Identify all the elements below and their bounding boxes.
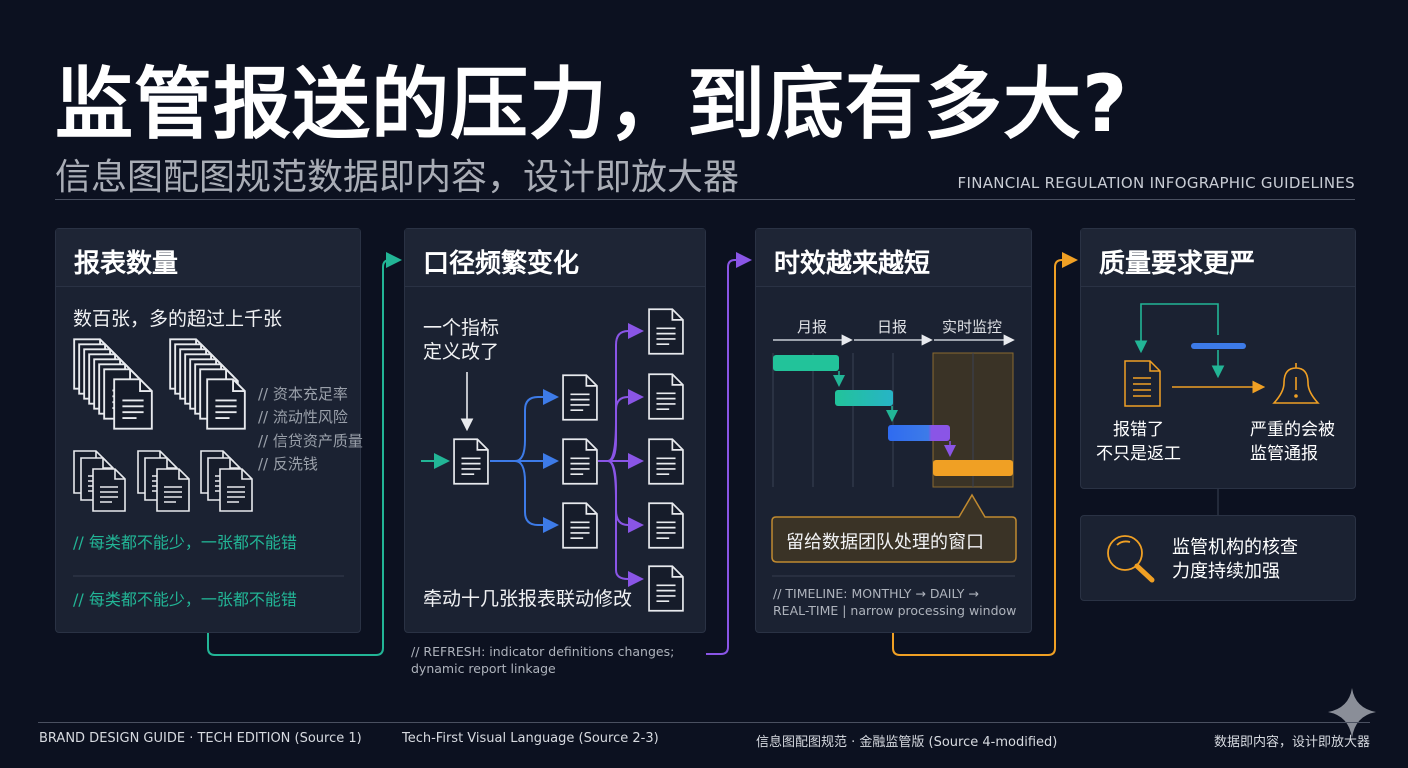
header-divider xyxy=(55,199,1355,200)
document-icon xyxy=(648,438,684,485)
phase-label: 日报 xyxy=(877,318,908,336)
page-subtitle: 信息图配图规范数据即内容，设计即放大器 xyxy=(55,157,740,198)
gantt-bar-realtime xyxy=(933,460,1013,476)
card-inspection xyxy=(1080,515,1356,601)
inspection-text: 监管机构的核查力度持续加强 xyxy=(1172,536,1298,584)
category-item: // 资本充足率 xyxy=(258,385,348,403)
document-stack-icon xyxy=(200,450,253,512)
gantt-bar-monthly xyxy=(773,355,839,371)
document-icon xyxy=(648,502,684,549)
card-report-count: 报表数量 xyxy=(55,228,361,633)
document-orange-icon xyxy=(1124,360,1161,407)
phase-label: 实时监控 xyxy=(942,318,1003,336)
purple-branches xyxy=(598,323,644,587)
footer-source: BRAND DESIGN GUIDE · TECH EDITION (Sourc… xyxy=(39,731,362,746)
gantt-bar-2 xyxy=(835,390,893,406)
trigger-text: 一个指标定义改了 xyxy=(423,316,499,364)
report-count-headline: 数百张，多的超过上千张 xyxy=(73,308,283,330)
card-title: 口径频繁变化 xyxy=(405,229,705,287)
footer-source: Tech-First Visual Language (Source 2-3) xyxy=(402,731,659,746)
text-line: 严重的会被 xyxy=(1250,420,1335,440)
connector-purple xyxy=(706,252,752,655)
result-text: 牵动十几张报表联动修改 xyxy=(423,588,633,610)
page-title: 监管报送的压力，到底有多大? xyxy=(55,60,1129,150)
document-icon xyxy=(562,438,598,485)
card-title: 时效越来越短 xyxy=(756,229,1031,287)
footer-slogan: 数据即内容，设计即放大器 xyxy=(1213,735,1370,750)
document-stack-icon xyxy=(73,338,153,430)
document-icon xyxy=(648,565,684,612)
card-title: 报表数量 xyxy=(56,229,360,287)
tagline: FINANCIAL REGULATION INFOGRAPHIC GUIDELI… xyxy=(957,174,1355,192)
footnote-line: // TIMELINE: MONTHLY → DAILY → xyxy=(773,586,979,601)
document-icon xyxy=(562,374,598,421)
card-quality: 质量要求更严 xyxy=(1080,228,1356,489)
gantt-bar-daily xyxy=(888,425,950,441)
notice-text: 严重的会被监管通报 xyxy=(1250,418,1335,466)
text-line: 力度持续加强 xyxy=(1172,561,1280,582)
blocker-bar xyxy=(1191,343,1246,349)
refresh-footnote: // REFRESH: indicator definitions change… xyxy=(411,644,675,676)
blue-branches xyxy=(490,389,559,533)
footer-divider xyxy=(38,722,1370,723)
document-stack-icon xyxy=(73,450,126,512)
text-line: 报错了 xyxy=(1113,420,1164,440)
document-icon xyxy=(562,502,598,549)
rework-text: 报错了不只是返工 xyxy=(1096,418,1181,466)
document-icon xyxy=(453,438,489,485)
document-icon xyxy=(648,308,684,355)
footer-source: 信息图配图规范 · 金融监管版 (Source 4-modified) xyxy=(756,735,1058,750)
report-note: // 每类都不能少，一张都不能错 xyxy=(73,590,297,609)
text-line: 监管机构的核查 xyxy=(1172,537,1298,558)
report-note: // 每类都不能少，一张都不能错 xyxy=(73,533,297,552)
sparkle-icon xyxy=(1328,688,1376,738)
callout-box xyxy=(771,493,1017,563)
category-item: // 反洗钱 xyxy=(258,455,318,473)
connector-orange xyxy=(892,252,1078,656)
connector-teal xyxy=(207,252,402,656)
magnifier-icon xyxy=(1107,535,1155,583)
alert-bell-icon xyxy=(1272,363,1320,404)
text-line: 监管通报 xyxy=(1250,444,1318,464)
text-line: 不只是返工 xyxy=(1096,444,1181,464)
callout-text: 留给数据团队处理的窗口 xyxy=(786,532,984,553)
phase-label: 月报 xyxy=(797,318,828,336)
footnote-line: REAL-TIME | narrow processing window xyxy=(773,603,1017,618)
trigger-line: 一个指标 xyxy=(423,317,500,339)
category-item: // 流动性风险 xyxy=(258,408,348,426)
document-stack-icon xyxy=(169,338,246,430)
trigger-line: 定义改了 xyxy=(423,341,500,363)
document-icon xyxy=(648,373,684,420)
card-title: 质量要求更严 xyxy=(1081,229,1355,287)
category-item: // 信贷资产质量 xyxy=(258,432,363,450)
feedback-arrow xyxy=(1134,303,1219,354)
document-stack-icon xyxy=(137,450,190,512)
timeline-footnote: // TIMELINE: MONTHLY → DAILY → REAL-TIME … xyxy=(773,585,1016,619)
